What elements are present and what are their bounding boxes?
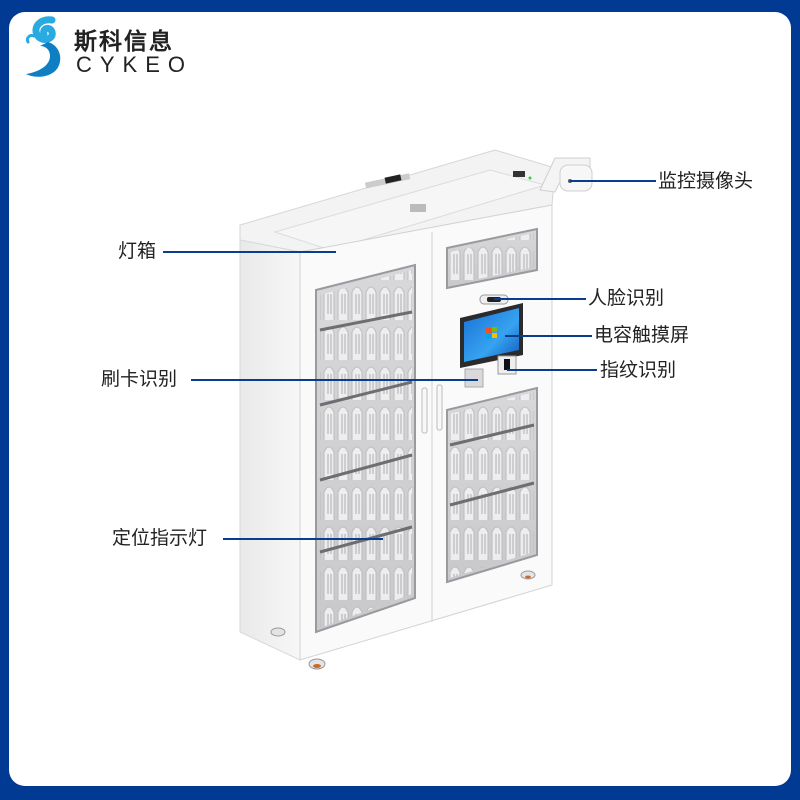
- touchscreen-leader-line: [505, 335, 592, 337]
- fingerprint-leader-line: [507, 369, 597, 371]
- lightbox-leader-line: [163, 251, 336, 253]
- indicator-leader-line: [223, 538, 383, 540]
- swirl-logo-icon: [26, 16, 61, 77]
- camera-leader-line: [570, 180, 656, 182]
- card-leader-line: [191, 379, 478, 381]
- lightbox-label: 灯箱: [118, 240, 157, 262]
- brand-name-en: CYKEO: [76, 52, 194, 77]
- windows-logo-icon: [486, 327, 497, 339]
- indicator-light-label: 定位指示灯: [112, 527, 208, 549]
- touchscreen-label: 电容触摸屏: [594, 324, 690, 346]
- card-recognition-label: 刷卡识别: [101, 368, 178, 390]
- brand-name-cn: 斯科信息: [74, 29, 174, 55]
- camera-label: 监控摄像头: [658, 170, 754, 192]
- face-leader-line: [494, 298, 586, 300]
- fingerprint-label: 指纹识别: [600, 359, 677, 381]
- face-recognition-label: 人脸识别: [588, 287, 665, 309]
